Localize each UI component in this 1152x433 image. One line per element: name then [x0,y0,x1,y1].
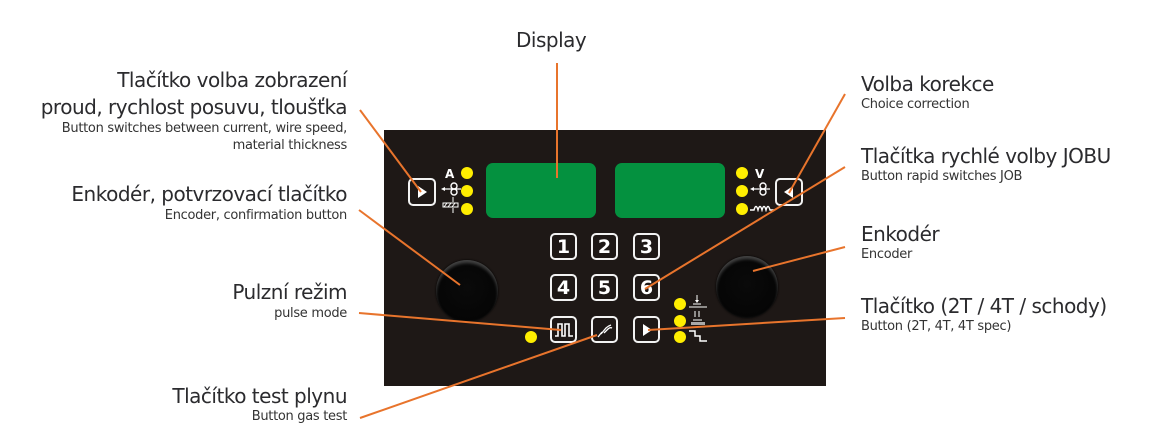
callout-job-buttons-en: Button rapid switches JOB [861,169,1023,184]
callout-job-buttons-cz: Tlačítka rychlé volby JOBU [861,144,1111,168]
callout-display-mode-cz2: proud, rychlost posuvu, tloušťka [40,95,348,119]
play-right-icon-2 [642,323,652,336]
led-pulse [525,331,537,343]
led-wire-speed-right [736,185,748,197]
leader-trigger-mode [647,317,846,331]
led-inductance [736,203,748,215]
unit-a-label: A [445,167,455,181]
2t-icon [689,295,707,308]
job-button-1[interactable]: 1 [550,233,577,260]
wire-feed-icon-right [750,182,770,196]
callout-encoder-confirm-cz: Enkodér, potvrzovací tlačítko [71,182,347,206]
led-2t [674,298,686,310]
job-button-3[interactable]: 3 [633,233,660,260]
wire-feed-icon [441,182,461,196]
callout-pulse-mode-cz: Pulzní režim [232,280,347,304]
display-left [486,163,596,218]
control-panel: A V 1 2 3 4 5 6 [384,130,826,386]
led-current [461,167,473,179]
leader-gas-test [359,334,598,419]
callout-pulse-mode-en: pulse mode [274,306,347,321]
callout-correction-en: Choice correction [861,97,970,112]
job-button-5[interactable]: 5 [591,274,618,301]
callout-trigger-mode-cz: Tlačítko (2T / 4T / schody) [861,294,1107,318]
welding-torch-icon [596,323,612,337]
leader-display-mode [359,109,422,193]
callout-encoder-en: Encoder [861,247,913,262]
leader-encoder-confirm [358,209,461,286]
4t-spec-steps-icon [689,330,707,342]
leader-job [644,166,846,290]
led-4t-spec [674,331,686,343]
gas-test-button[interactable] [591,316,618,343]
callout-encoder-cz: Enkodér [861,222,940,246]
callout-display-mode-cz1: Tlačítko volba zobrazení [117,68,347,92]
led-voltage [736,167,748,179]
job-button-4[interactable]: 4 [550,274,577,301]
callout-gas-test-cz: Tlačítko test plynu [172,384,347,408]
leader-correction [788,93,846,194]
callout-display-mode-en1: Button switches between current, wire sp… [61,121,348,136]
led-thickness [461,203,473,215]
display-title: Display [516,28,587,52]
job-button-6[interactable]: 6 [633,274,660,301]
callout-display-mode-en2: material thickness [232,138,348,153]
thickness-icon [442,197,459,213]
play-right-icon [418,186,427,198]
inductance-icon [750,205,774,212]
job-button-2[interactable]: 2 [591,233,618,260]
leader-encoder [752,246,846,272]
callout-encoder-confirm-en: Encoder, confirmation button [164,208,348,223]
4t-icon [691,311,705,325]
led-wire-speed [461,185,473,197]
unit-v-label: V [755,167,765,181]
display-right [615,163,725,218]
led-4t [674,315,686,327]
callout-gas-test-en: Button gas test [251,409,348,424]
encoder-confirm-knob[interactable] [436,260,498,322]
callout-trigger-mode-en: Button (2T, 4T, 4T spec) [861,319,1012,334]
display-mode-button[interactable] [408,178,436,206]
callout-correction-cz: Volba korekce [861,72,994,96]
leader-pulse-mode [358,312,562,331]
pulse-mode-button[interactable] [550,316,577,343]
